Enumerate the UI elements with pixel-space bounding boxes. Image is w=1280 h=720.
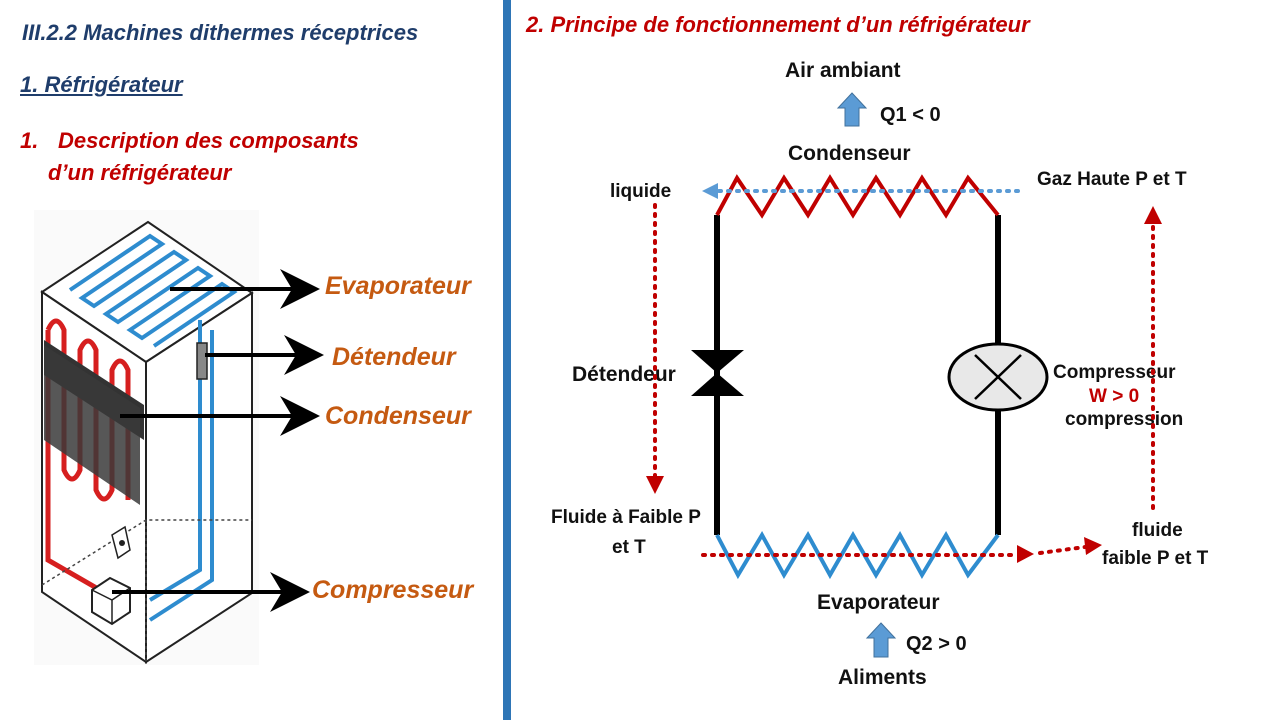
- aliments-label: Aliments: [838, 666, 927, 689]
- condenser-zigzag: [715, 174, 1000, 219]
- evaporator-flow-arrow-icon: [1017, 545, 1034, 563]
- condenseur-label: Condenseur: [788, 142, 911, 165]
- compressor-box: [91, 576, 131, 626]
- description-number: 1.: [20, 128, 39, 153]
- panel-divider: [503, 0, 511, 720]
- label-evaporateur: Evaporateur: [325, 272, 471, 300]
- expansion-valve-top-icon: [691, 350, 744, 373]
- condenser-flow-arrow-icon: [702, 183, 718, 199]
- expansion-flow-arrow-icon: [646, 476, 664, 494]
- evaporator-zigzag: [715, 530, 1000, 580]
- q2-label: Q2 > 0: [906, 633, 967, 655]
- condenser-coil: [45, 318, 131, 502]
- fluide-left-line-2: et T: [612, 537, 646, 558]
- fluide-left-line-1: Fluide à Faible P: [551, 507, 701, 528]
- label-compresseur: Compresseur: [312, 576, 474, 604]
- section-title: III.2.2 Machines dithermes réceptrices: [22, 20, 419, 45]
- outflow-arrow-icon: [1084, 537, 1102, 555]
- detendeur-label: Détendeur: [572, 363, 676, 386]
- fluide-right-line-1: fluide: [1132, 520, 1183, 541]
- fluide-right-line-2: faible P et T: [1102, 548, 1209, 569]
- air-ambiant-label: Air ambiant: [785, 59, 901, 82]
- label-condenseur: Condenseur: [325, 402, 471, 430]
- work-label: W > 0: [1089, 386, 1140, 407]
- compresseur-label: Compresseur: [1053, 362, 1176, 383]
- fridge-illustration: [34, 210, 259, 665]
- evaporateur-label: Evaporateur: [817, 591, 940, 614]
- subsection-title: 1. Réfrigérateur: [20, 72, 183, 97]
- expansion-valve: [196, 342, 208, 380]
- liquide-label: liquide: [610, 181, 672, 202]
- description-line-1: Description des composants: [58, 128, 359, 153]
- description-line-2: d’un réfrigérateur: [48, 160, 232, 185]
- heat-in-arrow-icon: [865, 622, 897, 658]
- q1-label: Q1 < 0: [880, 104, 941, 126]
- gaz-label: Gaz Haute P et T: [1037, 169, 1187, 190]
- principle-title: 2. Principe de fonctionnement d’un réfri…: [526, 12, 1030, 37]
- condenser-panel: [44, 345, 140, 505]
- compression-flow-arrow-icon: [1144, 206, 1162, 224]
- label-detendeur: Détendeur: [332, 343, 456, 371]
- heat-out-arrow-icon: [836, 92, 868, 127]
- evaporator-coil: [68, 233, 238, 348]
- expansion-valve-bottom-icon: [691, 373, 744, 396]
